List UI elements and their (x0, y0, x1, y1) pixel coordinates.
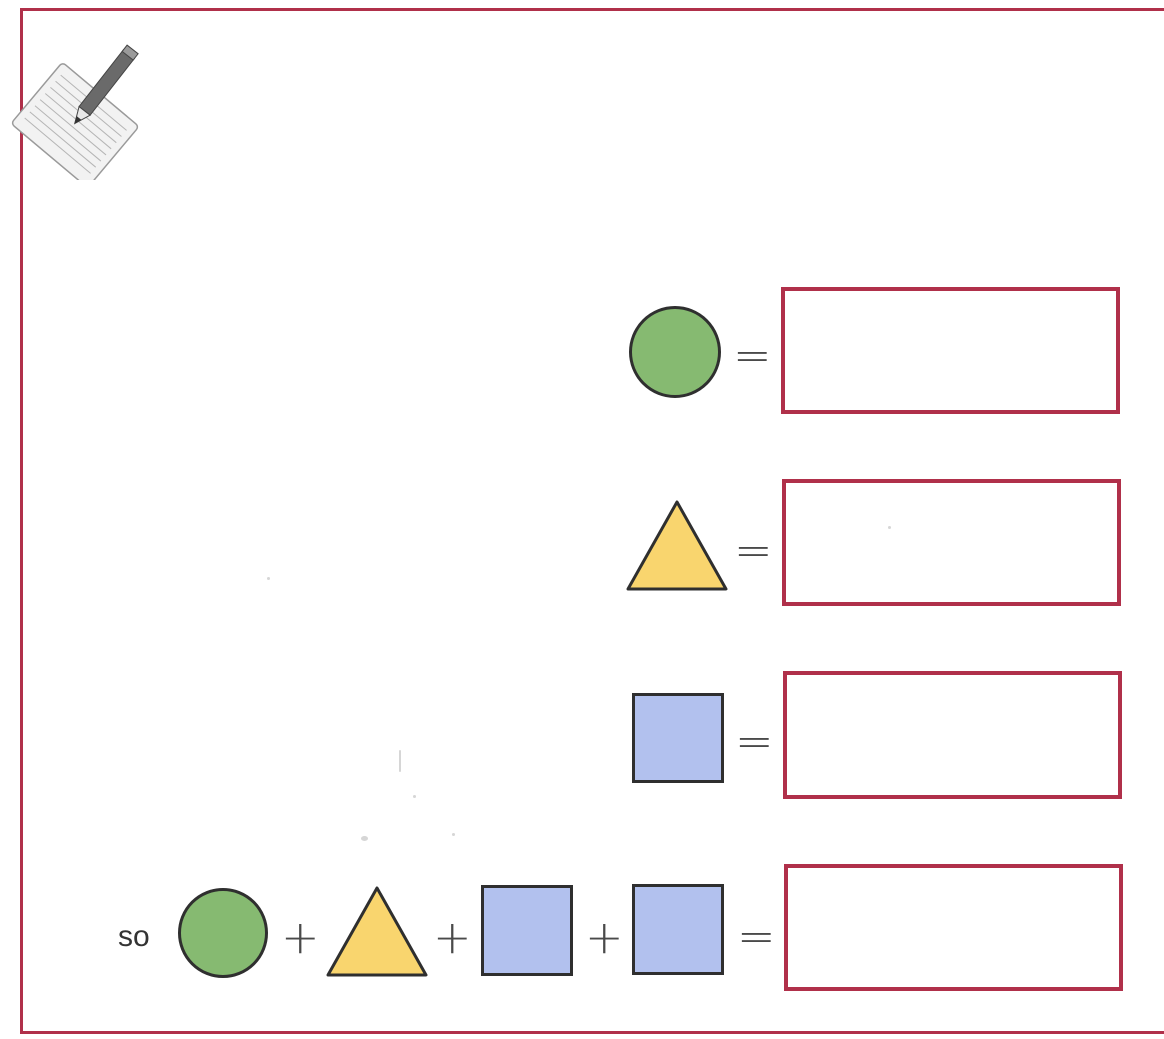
green-circle-shape (629, 306, 721, 398)
plus-sign: + (433, 910, 472, 964)
plus-sign: + (585, 910, 624, 964)
circle-answer-box[interactable] (781, 287, 1120, 414)
yellow-triangle-shape (626, 500, 728, 591)
yellow-triangle-shape (326, 886, 428, 977)
equals-sign: = (735, 714, 774, 768)
scan-speck (452, 833, 455, 836)
triangle-answer-box[interactable] (782, 479, 1121, 606)
total-answer-box[interactable] (784, 864, 1123, 991)
green-circle-shape (178, 888, 268, 978)
scan-speck (267, 577, 270, 580)
equals-sign: = (737, 909, 776, 963)
equals-sign: = (734, 523, 773, 577)
scan-speck (413, 795, 416, 798)
blue-square-shape (632, 693, 724, 783)
scan-speck (361, 836, 368, 841)
worksheet-frame (20, 8, 1164, 1034)
square-answer-box[interactable] (783, 671, 1122, 799)
scan-speck (888, 526, 891, 529)
scan-speck (399, 750, 401, 772)
so-label: so (118, 920, 150, 953)
blue-square-shape (632, 884, 724, 975)
equals-sign: = (733, 328, 772, 382)
notepad-pencil-icon (11, 44, 139, 180)
blue-square-shape (481, 885, 573, 976)
plus-sign: + (281, 910, 320, 964)
